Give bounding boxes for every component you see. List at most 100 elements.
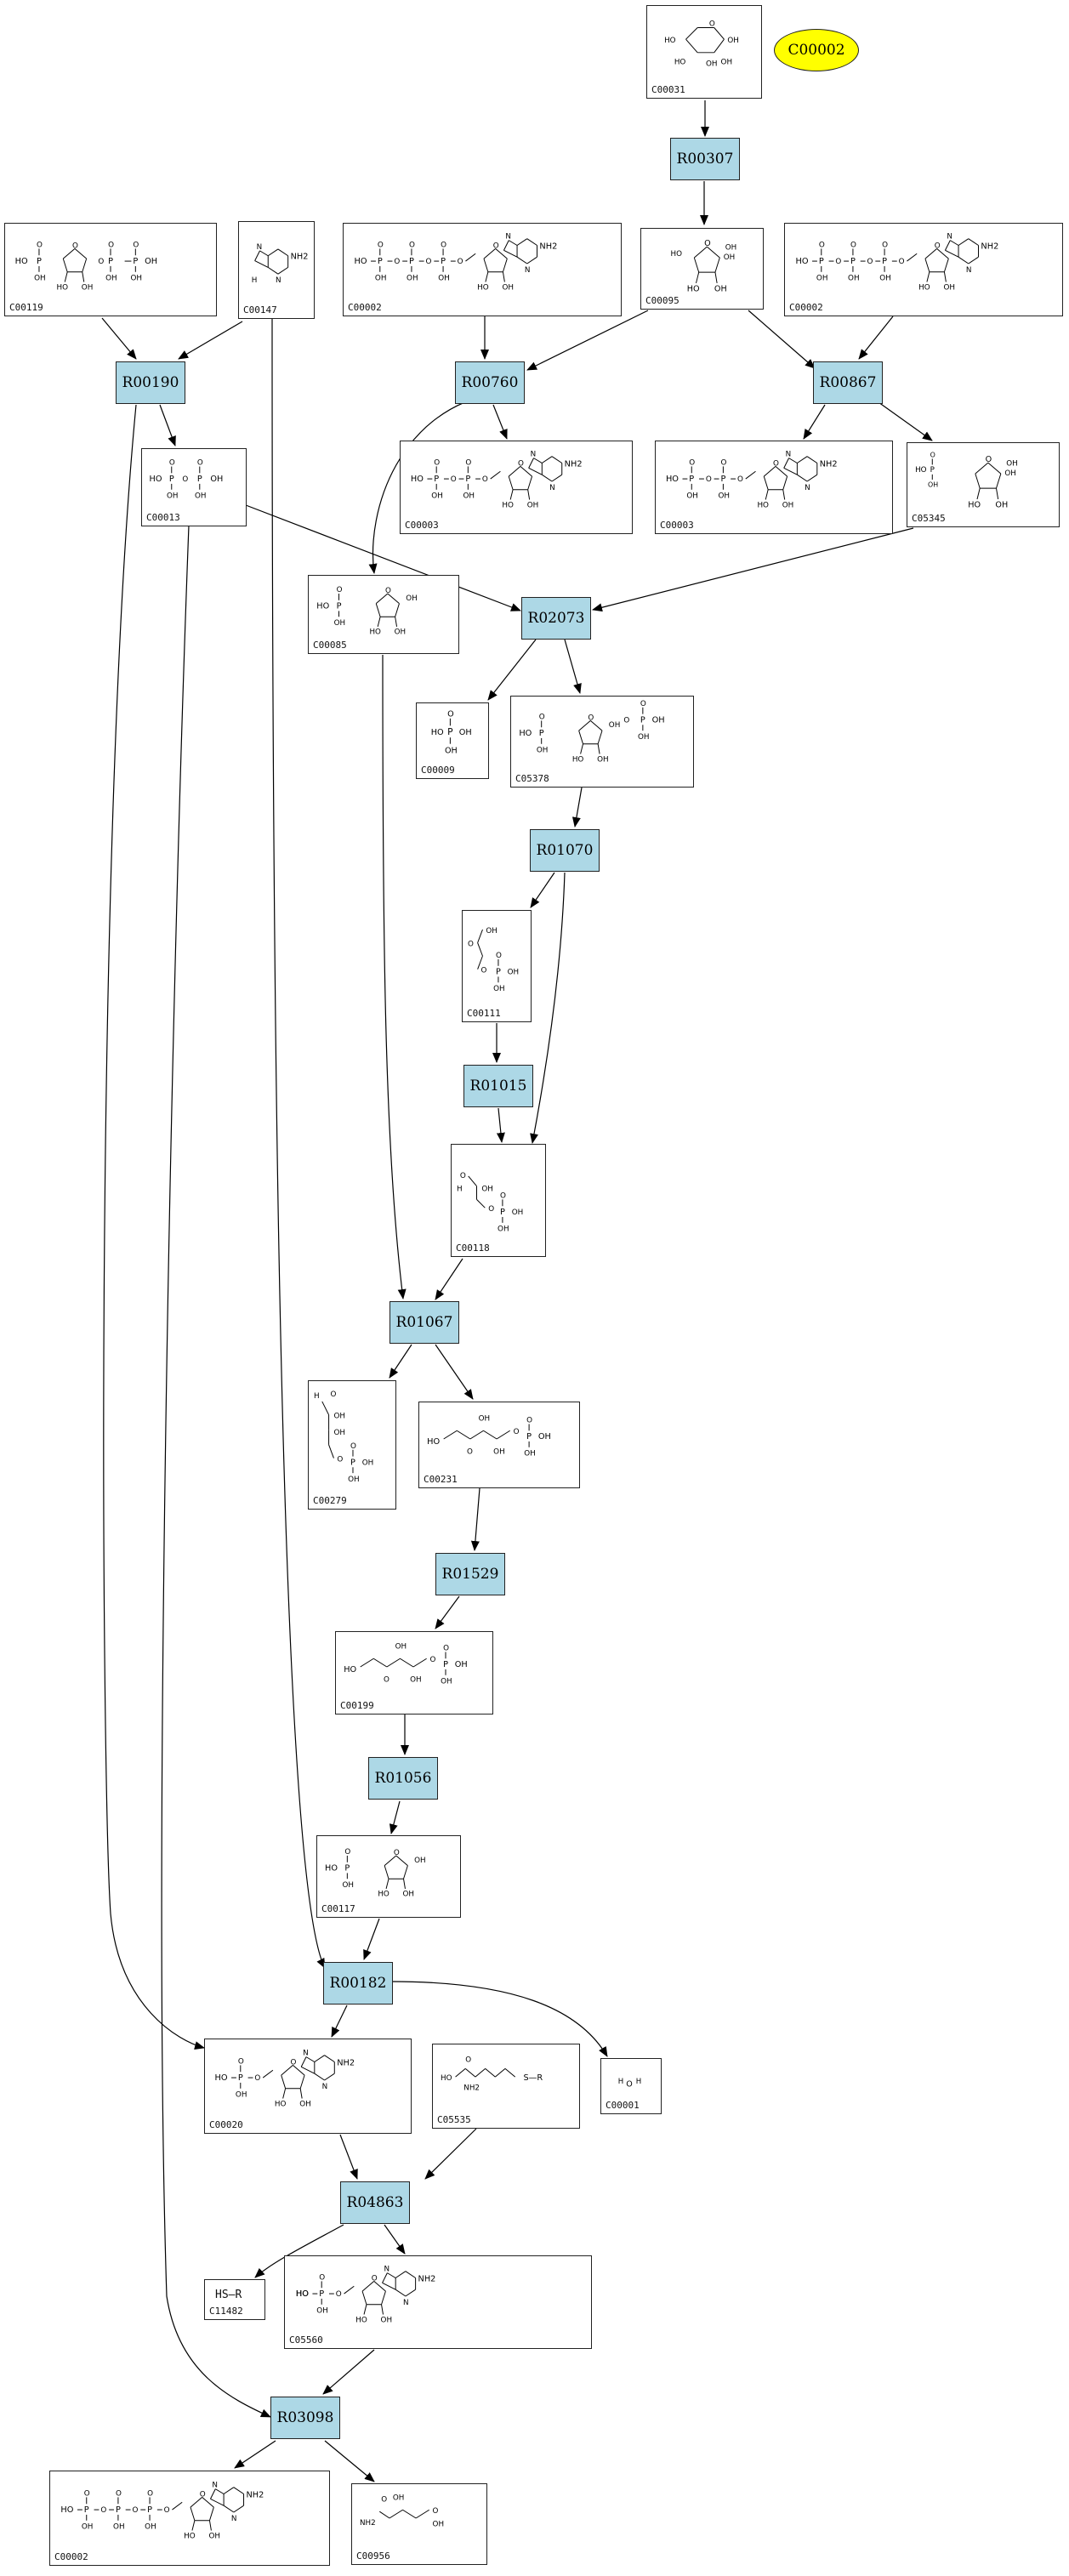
atom-label: OH — [145, 257, 157, 266]
reaction-r00190[interactable]: R00190 — [116, 361, 185, 404]
atom-label: HO — [344, 1665, 356, 1675]
edge-arrow — [858, 316, 894, 360]
reaction-r01015[interactable]: R01015 — [463, 1065, 533, 1107]
atom-label: O — [496, 952, 502, 960]
edge-arrow — [382, 654, 407, 1299]
atom-label: OH — [527, 501, 539, 509]
atom-label: S—R — [523, 2073, 543, 2083]
atom-label: P — [378, 257, 383, 266]
reaction-r00182[interactable]: R00182 — [323, 1962, 393, 2005]
atom-label: O — [100, 2506, 106, 2515]
edge-arrow — [161, 525, 271, 2418]
reaction-r04863[interactable]: R04863 — [340, 2181, 410, 2224]
atom-label: OH — [995, 501, 1008, 510]
atom-label: NH2 — [539, 242, 557, 251]
reaction-r00760[interactable]: R00760 — [455, 361, 525, 404]
atom-label: P — [465, 475, 470, 484]
atom-label: OH — [714, 285, 727, 293]
reaction-r01529[interactable]: R01529 — [435, 1553, 505, 1595]
edge-arrow — [178, 321, 243, 360]
atom-label: OH — [493, 1448, 505, 1457]
atom-label: O — [336, 2290, 342, 2299]
reaction-r01067[interactable]: R01067 — [390, 1301, 459, 1344]
reaction-r00867[interactable]: R00867 — [813, 361, 883, 404]
reaction-r03098[interactable]: R03098 — [270, 2397, 340, 2439]
reaction-r02073[interactable]: R02073 — [521, 597, 591, 640]
atom-label: O — [254, 2074, 260, 2083]
edge-arrow — [470, 1487, 480, 1551]
atom-label: N — [231, 2515, 237, 2523]
atom-label: OH — [145, 2523, 156, 2532]
compound-id: C00001 — [606, 2100, 640, 2111]
atom-label: HO — [355, 2316, 367, 2324]
atom-label: P — [720, 475, 725, 484]
atom-label: OH — [208, 2532, 220, 2540]
atom-label: P — [319, 2289, 324, 2299]
compound-id: C11482 — [209, 2306, 243, 2317]
atom-label: OH — [362, 1459, 374, 1467]
atom-label: HO — [296, 2289, 309, 2299]
atom-label: N — [276, 276, 281, 285]
atom-label: HO — [369, 628, 381, 637]
edge-arrow — [530, 872, 555, 908]
reaction-r00307[interactable]: R00307 — [670, 138, 740, 180]
compound-id: C00199 — [340, 1700, 374, 1711]
atom-label: N — [805, 484, 810, 492]
atom-label: NH2 — [246, 2490, 264, 2499]
atom-label: O — [447, 710, 454, 719]
atom-label: O — [500, 1191, 506, 1200]
edge-arrow — [339, 2134, 358, 2180]
atom-label: OH — [334, 619, 345, 628]
atom-label: P — [409, 257, 414, 266]
compound-id: C00111 — [467, 1008, 501, 1019]
atom-label: P — [344, 1864, 350, 1874]
atom-label: OH — [316, 2307, 328, 2316]
atom-label: O — [899, 258, 905, 266]
atom-label: N — [384, 2266, 390, 2274]
reaction-r01056[interactable]: R01056 — [368, 1757, 438, 1800]
atom-label: O — [493, 242, 499, 250]
atom-label: N — [525, 266, 531, 275]
atom-label: P — [819, 257, 824, 266]
atom-label: P — [882, 257, 887, 266]
atom-label: O — [443, 1645, 449, 1653]
compound-id: C00031 — [651, 84, 685, 95]
atom-label: OH — [463, 492, 475, 501]
atom-label: O — [720, 458, 726, 467]
atom-label: O — [238, 2057, 244, 2066]
highlight-compound[interactable]: C00002 — [774, 29, 859, 71]
atom-label: O — [84, 2489, 90, 2498]
reaction-r01070[interactable]: R01070 — [530, 829, 600, 872]
atom-label: O — [850, 241, 856, 249]
